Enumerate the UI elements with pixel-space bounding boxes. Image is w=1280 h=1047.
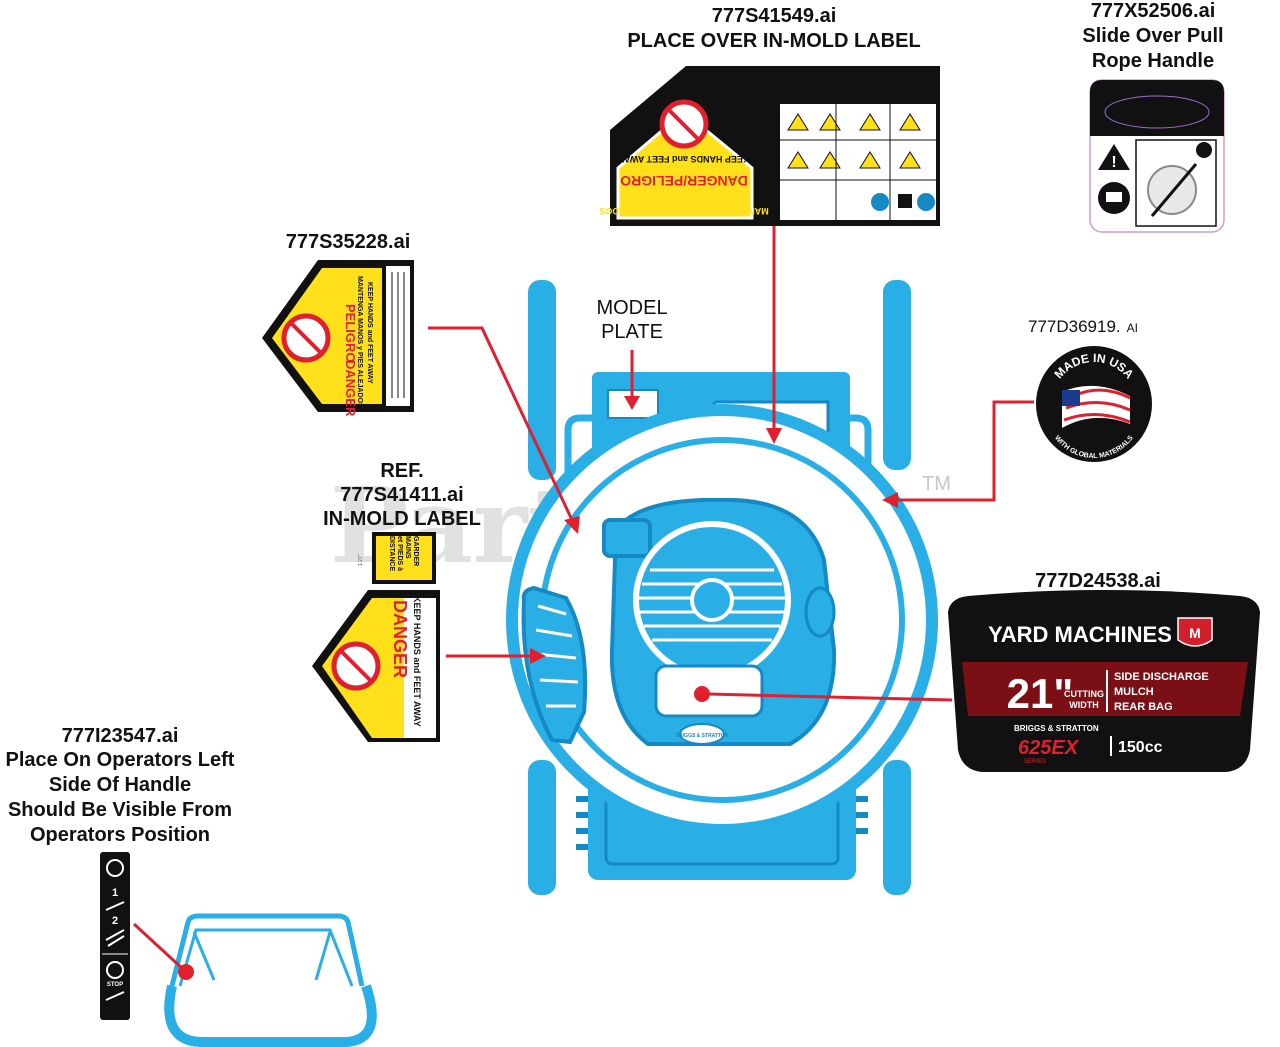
wheel-front-left xyxy=(528,760,556,895)
model-plate-line2: PLATE xyxy=(601,321,663,343)
caption-ref-line2: 777S41411.ai xyxy=(340,484,463,506)
discharge-chute xyxy=(521,585,588,745)
svg-text:MULCH: MULCH xyxy=(1114,686,1154,698)
leader-arrows xyxy=(132,226,1034,972)
mower-top-view: BRIGGS & STRATTON xyxy=(506,280,938,895)
sticker-777S35228: PELIGRO DANGER MANTENGA MANOS y PIES ALE… xyxy=(262,260,414,417)
svg-text:et PIEDS à: et PIEDS à xyxy=(396,536,403,571)
svg-text:21": 21" xyxy=(1007,670,1074,717)
svg-text:625EX: 625EX xyxy=(1018,737,1080,759)
svg-text:CUTTING: CUTTING xyxy=(1064,689,1104,699)
caption-777I23547-line1: Place On Operators Left xyxy=(6,749,235,771)
bs-badge xyxy=(679,723,725,745)
svg-text:SERIES: SERIES xyxy=(1024,759,1046,765)
sticker-777X52506: ! xyxy=(1089,79,1225,233)
caption-777S41549-part: 777S41549.ai xyxy=(712,5,837,27)
engine-cap xyxy=(804,586,836,638)
svg-text:DANGER: DANGER xyxy=(390,600,410,678)
bs-badge-text: BRIGGS & STRATTON xyxy=(676,733,729,739)
caption-ref-line1: REF. xyxy=(380,460,423,482)
handle-outline xyxy=(164,913,377,1047)
arrow-yard-machines xyxy=(707,692,953,702)
svg-text:MAINS: MAINS xyxy=(404,536,411,559)
svg-text:150cc: 150cc xyxy=(1118,739,1163,756)
svg-text:SIDE DISCHARGE: SIDE DISCHARGE xyxy=(1114,671,1209,683)
wheel-front-right xyxy=(883,760,911,895)
svg-text:DANGER: DANGER xyxy=(343,360,358,417)
svg-text:STOP: STOP xyxy=(107,982,123,988)
svg-text:BRIGGS & STRATTON: BRIGGS & STRATTON xyxy=(1014,724,1099,733)
caption-777I23547-part: 777I23547.ai xyxy=(62,725,179,747)
sticker-777S41549: KEEP HANDS and FEET AWAY DANGER/PELIGRO … xyxy=(599,66,940,226)
svg-text:M: M xyxy=(1189,625,1201,641)
svg-text:!: ! xyxy=(1111,154,1116,171)
made-in-usa-badge: MADE IN USA WITH GLOBAL MATERIALS xyxy=(1036,346,1152,462)
caption-777I23547-line4: Operators Position xyxy=(30,824,210,846)
wheel-rear-right xyxy=(883,280,911,470)
svg-text:KEEP HANDS and FEET AWAY: KEEP HANDS and FEET AWAY xyxy=(412,596,422,727)
svg-text:MANTENGA MANOS y PIES ALEJADOS: MANTENGA MANOS y PIES ALEJADOS xyxy=(599,206,768,216)
watermark-tm: TM xyxy=(922,473,951,495)
arrow-made-in-usa xyxy=(898,400,1034,502)
caption-777X52506-line1: Slide Over Pull xyxy=(1082,25,1223,47)
yard-machines-badge: YARD MACHINES M 21" CUTTING WIDTH SIDE D… xyxy=(948,590,1260,772)
svg-text:WIDTH: WIDTH xyxy=(1069,700,1099,710)
svg-text:REAR BAG: REAR BAG xyxy=(1114,701,1173,713)
model-plate-line1: MODEL xyxy=(596,297,667,319)
caption-777I23547-line2: Side Of Handle xyxy=(49,774,191,796)
sticker-777S41411: GARDER MAINS et PIEDS à DISTANCE 1.27" D… xyxy=(312,532,440,742)
arrow-777S35228 xyxy=(428,326,574,521)
svg-text:PELIGRO: PELIGRO xyxy=(343,304,358,363)
svg-text:1.27": 1.27" xyxy=(358,554,364,566)
caption-777D36919-part: 777D36919.AI xyxy=(1028,317,1138,336)
caption-777D24538-part: 777D24538.ai xyxy=(1035,570,1161,592)
engine-tank xyxy=(602,518,652,558)
svg-text:DANGER/PELIGRO: DANGER/PELIGRO xyxy=(620,173,748,189)
caption-777X52506-line2: Rope Handle xyxy=(1092,50,1214,72)
caption-777S35228-part: 777S35228.ai xyxy=(286,231,411,253)
caption-777I23547-line3: Should Be Visible From xyxy=(8,799,232,821)
svg-text:2: 2 xyxy=(112,915,118,927)
wheel-rear-left xyxy=(528,280,556,480)
sticker-777I23547: 1 2 STOP xyxy=(100,852,130,1020)
svg-text:1: 1 xyxy=(112,887,118,899)
caption-777S41549-note: PLACE OVER IN-MOLD LABEL xyxy=(627,30,920,52)
caption-ref-line3: IN-MOLD LABEL xyxy=(323,508,481,530)
arrow-operator xyxy=(132,922,186,972)
svg-text:YARD MACHINES: YARD MACHINES xyxy=(988,622,1172,647)
svg-text:KEEP HANDS and FEET AWAY: KEEP HANDS and FEET AWAY xyxy=(619,154,750,164)
caption-777X52506-part: 777X52506.ai xyxy=(1091,0,1216,22)
svg-text:GARDER: GARDER xyxy=(412,536,419,566)
svg-text:MANTENGA MANOS y PIES ALEJADOS: MANTENGA MANOS y PIES ALEJADOS xyxy=(356,276,363,408)
svg-text:KEEP HANDS and FEET AWAY: KEEP HANDS and FEET AWAY xyxy=(366,282,373,384)
svg-text:DISTANCE: DISTANCE xyxy=(388,536,395,572)
